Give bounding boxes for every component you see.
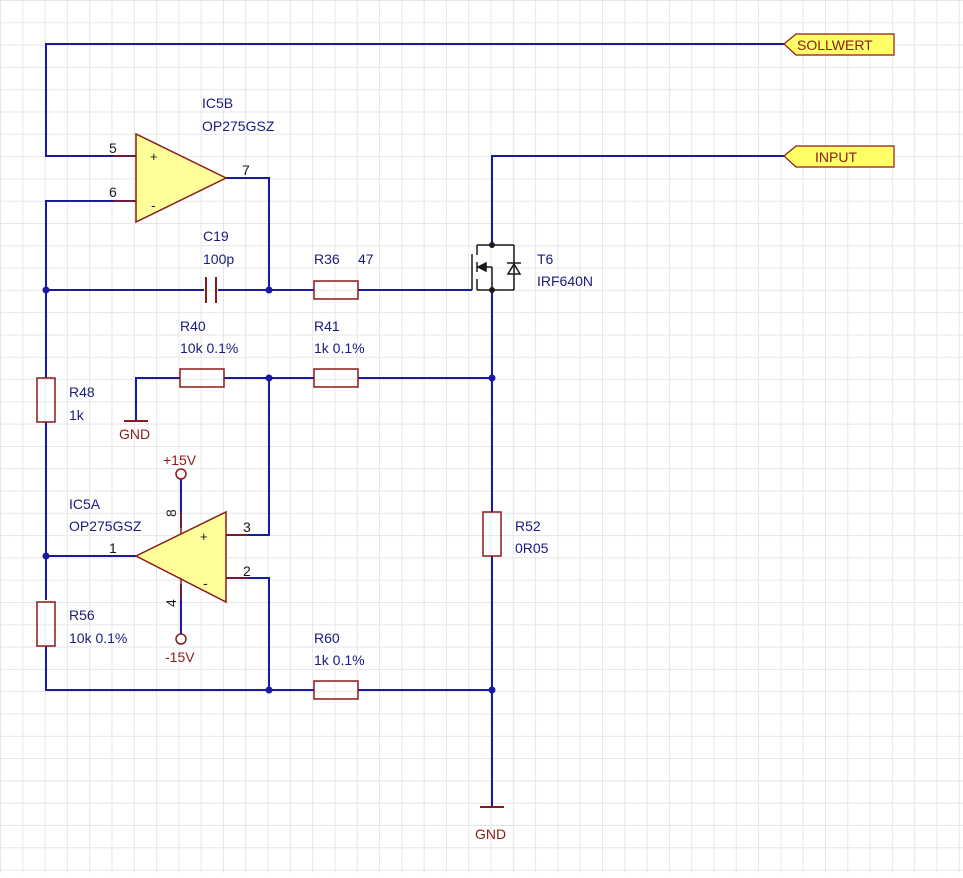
- ic5b-pin-plus: 5: [109, 140, 117, 156]
- wire-input-drain: [491, 155, 784, 245]
- r40-value: 10k 0.1%: [180, 340, 238, 356]
- r41-ref: R41: [314, 318, 340, 334]
- opamp-ic5a[interactable]: + - 3 2 1 8 4 IC5A OP275GSZ: [69, 496, 251, 607]
- port-sollwert-label: SOLLWERT: [797, 37, 873, 53]
- junction-dot: [42, 286, 50, 294]
- gnd-symbol-top: GND: [119, 420, 150, 442]
- junction-dot: [265, 686, 273, 694]
- r36-value: 47: [358, 251, 374, 267]
- mosfet-t6[interactable]: [471, 242, 522, 293]
- wire-ic5b-inverting: [45, 200, 136, 378]
- resistor-r56[interactable]: R56 10k 0.1%: [36, 601, 127, 647]
- port-input[interactable]: INPUT: [783, 145, 895, 168]
- ic5a-minus-symbol: -: [203, 575, 208, 591]
- resistor-r40[interactable]: R40 10k 0.1%: [179, 318, 238, 388]
- resistor-r36[interactable]: R36 47: [313, 251, 374, 300]
- r52-value: 0R05: [515, 540, 549, 556]
- r40-ref: R40: [180, 318, 206, 334]
- ic5a-pin-out: 1: [109, 540, 117, 556]
- resistor-r60[interactable]: R60 1k 0.1%: [313, 630, 365, 700]
- wire-gnd-r40: [135, 377, 180, 420]
- r56-ref: R56: [69, 607, 95, 623]
- c19-value: 100p: [203, 251, 234, 267]
- wire-ic5a-inverting: [226, 577, 270, 690]
- r56-value: 10k 0.1%: [69, 630, 127, 646]
- wire-ic5a-noninverting: [226, 378, 270, 536]
- r48-ref: R48: [69, 384, 95, 400]
- ic5a-pin-minus: 2: [243, 563, 251, 579]
- opamp-ic5b[interactable]: + - 5 6 7 IC5B OP275GSZ: [109, 95, 275, 224]
- junction-dot: [265, 374, 273, 382]
- ic5a-pin-vneg: 4: [163, 599, 179, 607]
- gnd-label-bottom: GND: [475, 826, 506, 842]
- ic5a-pin-vpos: 8: [163, 509, 179, 517]
- ic5a-part: OP275GSZ: [69, 518, 142, 534]
- resistor-r41[interactable]: R41 1k 0.1%: [313, 318, 365, 388]
- resistor-r48[interactable]: R48 1k: [36, 377, 95, 423]
- ic5b-ref: IC5B: [202, 95, 233, 111]
- wire-r56-bottom: [45, 646, 314, 691]
- junction-dot: [42, 552, 50, 560]
- resistor-r52[interactable]: R52 0R05: [482, 511, 549, 557]
- r52-ref: R52: [515, 518, 541, 534]
- t6-ref: T6: [537, 251, 554, 267]
- junction-dot: [265, 286, 273, 294]
- ic5b-part: OP275GSZ: [202, 118, 275, 134]
- power-vpos: +15V: [163, 452, 197, 480]
- wire-sollwert: [45, 43, 784, 157]
- r48-value: 1k: [69, 407, 85, 423]
- ic5a-ref: IC5A: [69, 496, 101, 512]
- junction-dot: [488, 686, 496, 694]
- t6-part: IRF640N: [537, 273, 593, 289]
- ic5b-pin-minus: 6: [109, 184, 117, 200]
- junctions: [42, 286, 496, 694]
- gnd-label-top: GND: [119, 426, 150, 442]
- gnd-symbol-bottom: GND: [475, 806, 506, 842]
- ic5a-plus-symbol: +: [200, 529, 208, 544]
- ic5b-plus-symbol: +: [150, 149, 158, 164]
- r60-value: 1k 0.1%: [314, 652, 365, 668]
- r60-ref: R60: [314, 630, 340, 646]
- power-vneg: -15V: [165, 633, 195, 665]
- vneg-label: -15V: [165, 649, 195, 665]
- wire-ic5b-output: [226, 177, 270, 290]
- junction-dot: [488, 374, 496, 382]
- port-sollwert[interactable]: SOLLWERT: [783, 33, 895, 56]
- port-input-label: INPUT: [815, 149, 857, 165]
- vpos-label: +15V: [163, 452, 197, 468]
- r41-value: 1k 0.1%: [314, 340, 365, 356]
- c19-ref: C19: [203, 228, 229, 244]
- ic5a-pin-plus: 3: [243, 519, 251, 535]
- ic5b-pin-out: 7: [242, 162, 250, 178]
- capacitor-c19[interactable]: C19 100p: [203, 228, 234, 303]
- r36-ref: R36: [314, 251, 340, 267]
- ic5b-minus-symbol: -: [151, 197, 156, 213]
